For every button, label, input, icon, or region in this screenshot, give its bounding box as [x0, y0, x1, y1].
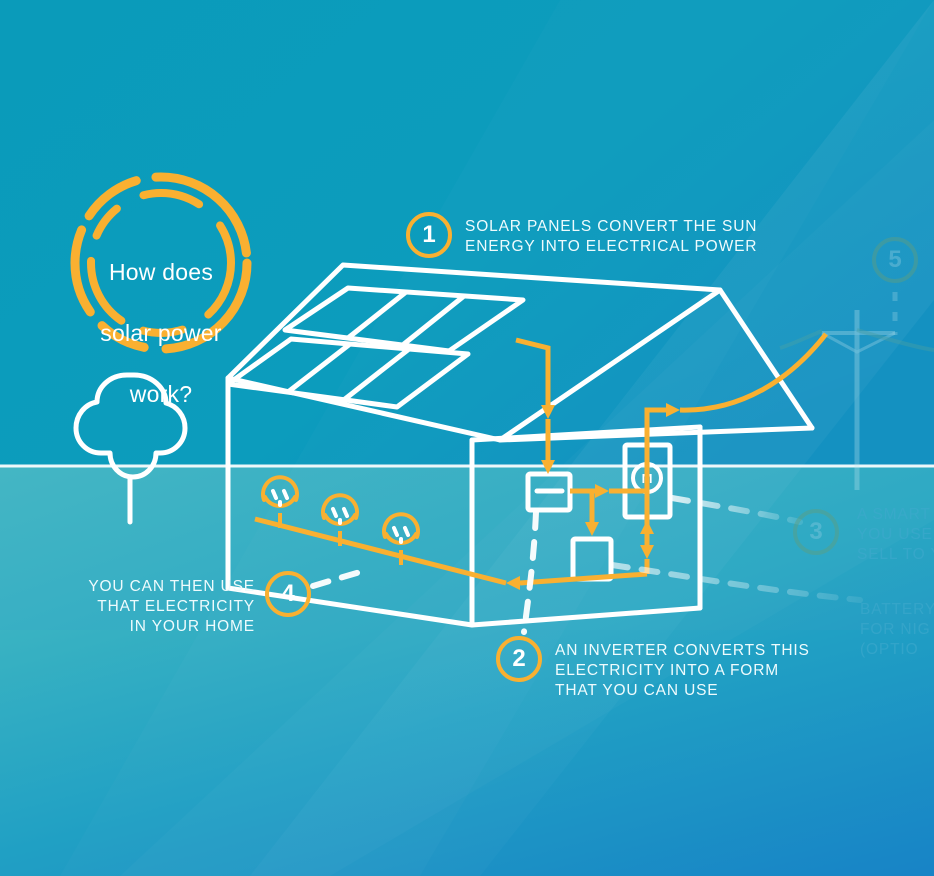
title-line-1: How does: [108, 258, 214, 285]
flow-arrow-down-1: [541, 405, 555, 419]
wall-bottom-right: [469, 605, 703, 628]
outlet-2: [321, 493, 359, 546]
flow-floor-bus-2: [254, 516, 507, 586]
roof-ridge-right: [717, 287, 815, 431]
power-line-left: [779, 329, 823, 350]
tree-canopy: [73, 372, 188, 480]
battery-note-text: BATTERY FOR NIG (OPTIO: [860, 601, 934, 658]
flow-arrow-right-1: [595, 484, 609, 498]
step-4-text: YOU CAN THEN USE THAT ELECTRICITY IN YOU…: [88, 578, 255, 635]
outlet-3: [382, 512, 420, 565]
pole-brace-left: [821, 331, 896, 354]
step-3-text: A SMART M YOU USE W SELL TO Y: [857, 506, 934, 563]
title-line-2: solar power: [100, 319, 222, 346]
flow-arrow-down-floor: [640, 545, 654, 559]
dash-inverter-to-step2: [521, 509, 539, 635]
flow-meter-to-roofline: [644, 407, 672, 445]
step-5-badge[interactable]: 5: [872, 237, 918, 283]
step-2-badge[interactable]: 2: [496, 636, 542, 682]
title-line-3: work?: [129, 380, 193, 407]
title-ring-inner: [87, 189, 235, 337]
dash-battery-to-note: [609, 562, 863, 603]
flow-arrow-down-battery: [585, 522, 599, 536]
dash-step4-connector: [310, 569, 363, 589]
step-1-badge[interactable]: 1: [406, 212, 452, 258]
page-title: How does solar power work?: [71, 226, 251, 440]
solar-array-2-div-2: [342, 346, 412, 402]
title-ring-outer: [70, 172, 252, 354]
outlet-1: [261, 475, 299, 528]
solar-array-1-div-2: [401, 293, 467, 347]
flow-panel-to-inverter: [515, 337, 551, 405]
power-line-right: [856, 328, 934, 352]
solar-array-2-div-1: [285, 341, 353, 395]
flow-to-grid: [679, 332, 828, 413]
roof-eave-right: [497, 425, 815, 443]
wall-top-right: [469, 424, 703, 443]
step-3-badge[interactable]: 3: [793, 509, 839, 555]
flow-floor-bus: [519, 571, 648, 586]
step-2-text: AN INVERTER CONVERTS THIS ELECTRICITY IN…: [555, 642, 810, 699]
flow-arrow-down-2: [541, 460, 555, 474]
solar-array-1-div-1: [345, 289, 409, 341]
step-4-badge[interactable]: 4: [265, 571, 311, 617]
flow-arrow-left-floor: [506, 576, 520, 590]
step-1-text: SOLAR PANELS CONVERT THE SUN ENERGY INTO…: [465, 218, 758, 255]
flow-arrow-right-roof: [666, 403, 680, 417]
dash-meter-to-step3: [669, 495, 803, 525]
